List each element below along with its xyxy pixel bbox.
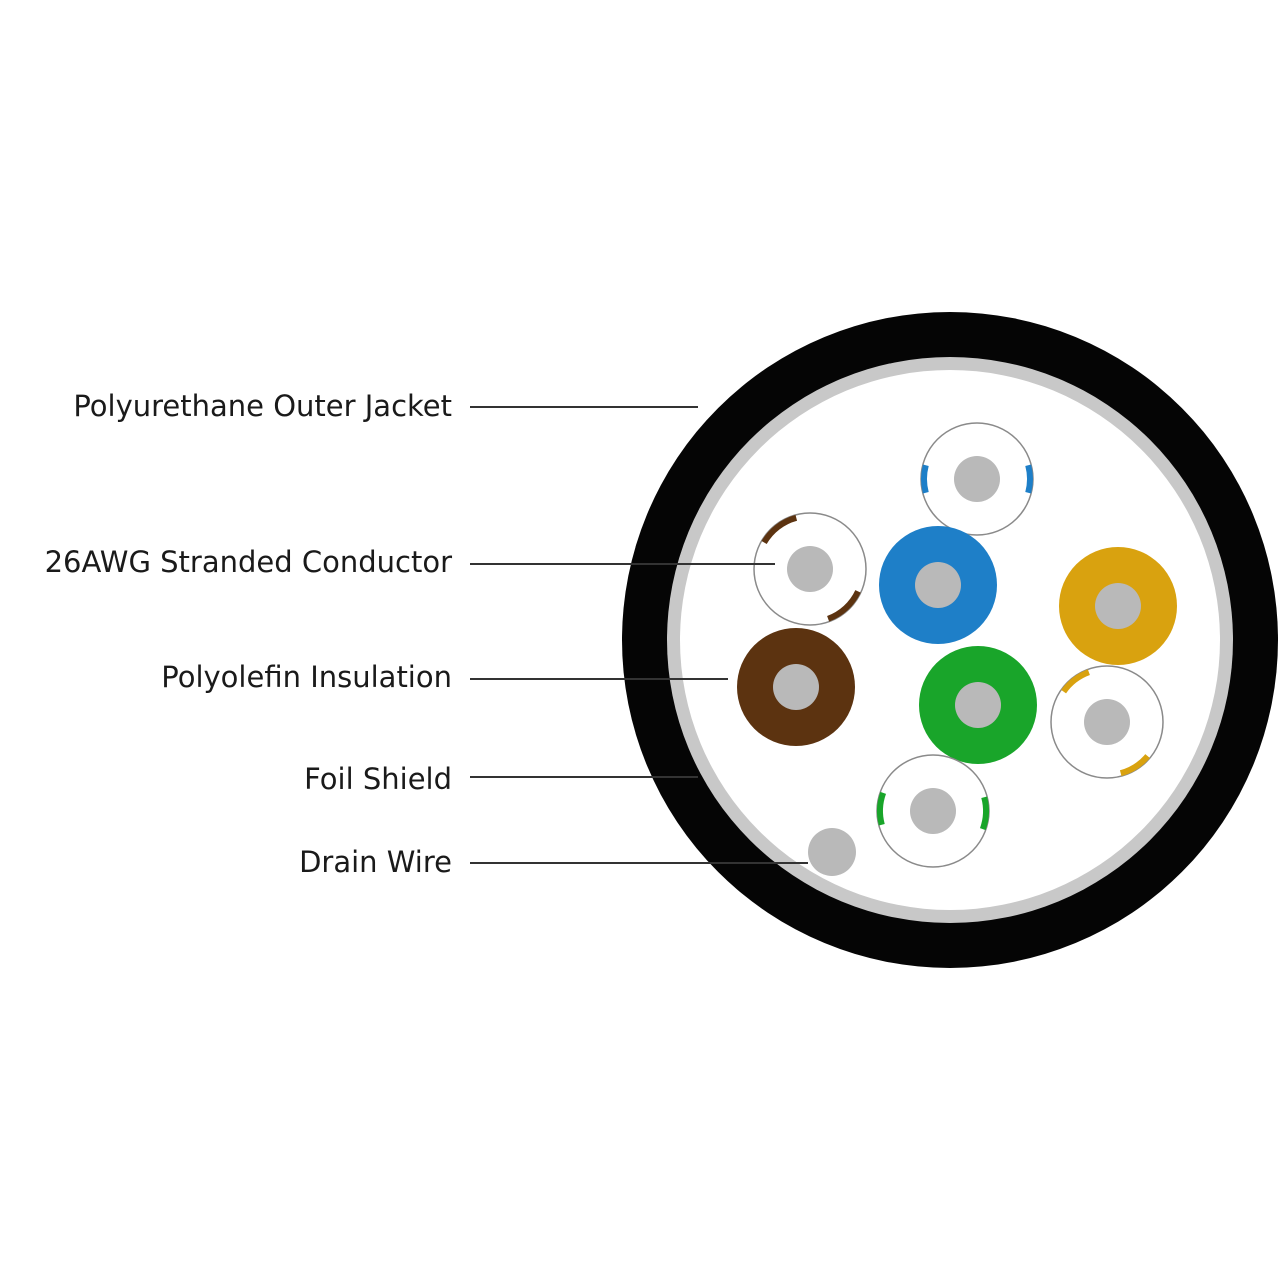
wire-stripe: [979, 796, 989, 831]
drain-wire: [808, 828, 856, 876]
wire-stripe: [761, 514, 798, 545]
wire-stripe: [921, 464, 929, 494]
wire-white-blue-stripe: [920, 422, 1034, 536]
wire-orange-solid: [1059, 547, 1177, 665]
wire-stripe: [1119, 754, 1150, 777]
wire-stripe: [1025, 464, 1033, 494]
label-foil-shield: Foil Shield: [304, 762, 452, 796]
wire-conductor: [910, 788, 956, 834]
wire-conductor: [915, 562, 961, 608]
wire-conductor: [1084, 699, 1130, 745]
label-insulation: Polyolefin Insulation: [161, 660, 452, 694]
label-outer-jacket: Polyurethane Outer Jacket: [73, 389, 452, 423]
wire-white-orange-stripe: [1050, 665, 1164, 779]
wire-conductor: [773, 664, 819, 710]
wire-conductor: [787, 546, 833, 592]
wire-conductor: [954, 456, 1000, 502]
wire-conductor: [1095, 583, 1141, 629]
wire-green-solid: [919, 646, 1037, 764]
wire-conductor: [955, 682, 1001, 728]
label-drain-wire: Drain Wire: [299, 845, 452, 879]
wire-brown-solid: [737, 628, 855, 746]
wire-blue-solid: [879, 526, 997, 644]
wire-stripe: [1061, 669, 1091, 694]
label-conductor: 26AWG Stranded Conductor: [45, 545, 452, 579]
wire-white-brown-stripe: [753, 512, 867, 626]
wire-stripe: [826, 590, 861, 622]
wire-stripe: [877, 791, 887, 826]
wire-group: [737, 422, 1177, 868]
wire-white-green-stripe: [876, 754, 990, 868]
